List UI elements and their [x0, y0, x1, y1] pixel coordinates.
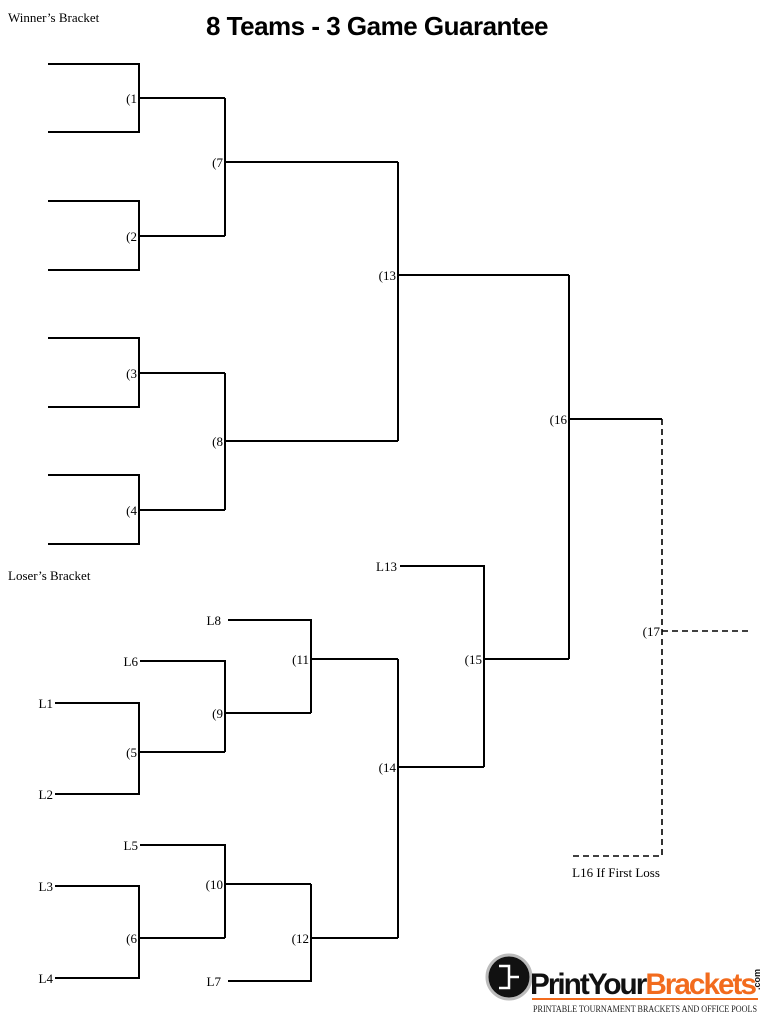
- game-17-bracket: [570, 419, 750, 857]
- game-label: (2: [126, 229, 137, 244]
- game-1-bracket: [48, 63, 225, 133]
- game-label: (14: [379, 760, 397, 775]
- loser-slot-label: L1: [39, 696, 53, 711]
- loser-slot-label: L13: [376, 559, 397, 574]
- winners-bracket-lines: [48, 63, 662, 659]
- game-label: (8: [212, 434, 223, 449]
- game-9-bracket: [140, 660, 311, 752]
- game-14-bracket: [397, 659, 484, 938]
- game-label: (16: [550, 412, 568, 427]
- game-4-bracket: [48, 474, 225, 545]
- page-title: 8 Teams - 3 Game Guarantee: [206, 11, 548, 41]
- loser-slot-label: L4: [39, 971, 54, 986]
- loser-slot-label: L2: [39, 787, 53, 802]
- loser-slot-label: L6: [124, 654, 139, 669]
- game-label: (3: [126, 366, 137, 381]
- loser-slot-label: L7: [207, 974, 222, 989]
- game-label: (15: [465, 652, 482, 667]
- game-16-bracket: [568, 275, 662, 659]
- game-6-bracket: [55, 885, 225, 979]
- game-5-bracket: [55, 702, 225, 795]
- game-label: (12: [292, 931, 309, 946]
- game-11-bracket: [228, 619, 398, 713]
- svg-text:PrintYourBrackets: PrintYourBrackets: [530, 968, 756, 1001]
- if-necessary-game: [570, 419, 750, 857]
- loser-slot-label: L5: [124, 838, 138, 853]
- game-label: (13: [379, 268, 396, 283]
- game-label: (9: [212, 706, 223, 721]
- game-15-bracket: [400, 565, 569, 767]
- game-label: (4: [126, 503, 137, 518]
- printyourbrackets-logo: PrintYourBrackets .com PRINTABLE TOURNAM…: [485, 953, 762, 1015]
- game-label: (7: [212, 155, 223, 170]
- svg-text:PRINTABLE TOURNAMENT BRACKETS: PRINTABLE TOURNAMENT BRACKETS AND OFFICE…: [533, 1005, 757, 1015]
- winners-bracket-label: Winner’s Bracket: [8, 10, 100, 25]
- game-8-bracket: [224, 373, 398, 510]
- losers-bracket-label: Loser’s Bracket: [8, 568, 91, 583]
- game-2-bracket: [48, 200, 225, 271]
- losers-bracket-lines: [55, 565, 569, 982]
- game-10-bracket: [140, 844, 311, 938]
- if-first-loss-label: L16 If First Loss: [572, 865, 660, 880]
- game-label: (1: [126, 91, 137, 106]
- svg-text:.com: .com: [752, 969, 762, 990]
- game-3-bracket: [48, 337, 225, 408]
- game-13-bracket: [397, 162, 569, 441]
- game-label: (6: [126, 931, 137, 946]
- game-12-bracket: [228, 884, 398, 982]
- loser-slot-label: L3: [39, 879, 53, 894]
- game-7-bracket: [224, 98, 398, 236]
- game-label: (10: [206, 877, 223, 892]
- game-label: (5: [126, 745, 137, 760]
- game-label: (11: [292, 652, 309, 667]
- game-label: (17: [643, 624, 661, 639]
- loser-slot-label: L8: [207, 613, 221, 628]
